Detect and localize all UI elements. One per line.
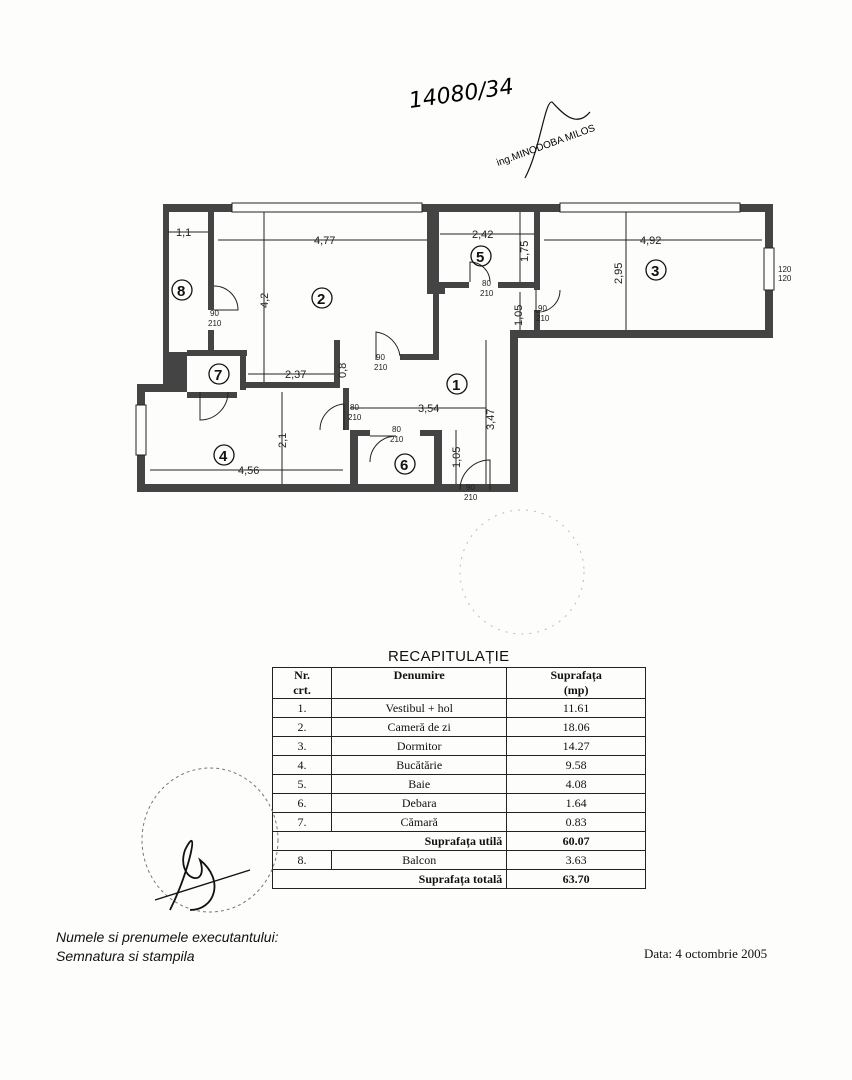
room-number-1: 1 xyxy=(452,377,460,394)
room-number-5: 5 xyxy=(476,249,484,266)
dim-2-42: 2,42 xyxy=(472,229,493,241)
door-label-height: 210 xyxy=(348,413,362,422)
table-row: 1. Vestibul + hol 11.61 xyxy=(271,698,646,718)
room-number-8: 8 xyxy=(177,283,185,300)
row-area: 18.06 xyxy=(506,717,646,737)
balcony-name: Balcon xyxy=(331,850,508,870)
table-row: 2. Cameră de zi 18.06 xyxy=(271,717,646,737)
row-name: Dormitor xyxy=(331,736,508,756)
row-nr: 3. xyxy=(271,736,333,756)
executant-label: Numele si prenumele executantului: xyxy=(56,929,279,945)
room-number-4: 4 xyxy=(219,448,228,465)
header-denumire: Denumire xyxy=(331,667,508,699)
row-name: Debara xyxy=(331,793,508,813)
row-nr: 2. xyxy=(271,717,333,737)
door-label-height: 210 xyxy=(374,363,388,372)
door-label-width: 90 xyxy=(376,353,385,362)
room-number-2: 2 xyxy=(317,291,325,308)
door-label-height: 210 xyxy=(390,435,404,444)
dim-4-77: 4,77 xyxy=(314,235,335,247)
door-label-height: 210 xyxy=(480,289,494,298)
table-row: 4. Bucătărie 9.58 xyxy=(271,755,646,775)
total-area-label: Suprafața totală xyxy=(271,869,508,889)
table-row: 5. Baie 4.08 xyxy=(271,774,646,794)
row-name: Cameră de zi xyxy=(331,717,508,737)
dim-4-92: 4,92 xyxy=(640,235,661,247)
row-area: 4.08 xyxy=(506,774,646,794)
dim-2-37: 2,37 xyxy=(285,369,306,381)
useful-area-label: Suprafața utilă xyxy=(271,831,508,851)
recap-table: Nr.crt. Denumire Suprafața(mp) 1. Vestib… xyxy=(271,667,646,889)
row-area: 0.83 xyxy=(506,812,646,832)
dim-1-75: 1,75 xyxy=(519,241,531,262)
dimension-lines xyxy=(150,212,762,484)
header-suprafata: Suprafața(mp) xyxy=(506,667,646,699)
useful-area-value: 60.07 xyxy=(506,831,646,851)
dry-stamp xyxy=(459,509,585,635)
date-label: Data: 4 octombrie 2005 xyxy=(644,946,768,961)
dim-1-1: 1,1 xyxy=(176,227,191,239)
row-name: Vestibul + hol xyxy=(331,698,508,718)
dim-2-1: 2,1 xyxy=(277,433,289,448)
table-header-row: Nr.crt. Denumire Suprafața(mp) xyxy=(271,667,646,699)
table-row: 6. Debara 1.64 xyxy=(271,793,646,813)
dim-2-95: 2,95 xyxy=(613,263,625,284)
useful-area-row: Suprafața utilă 60.07 xyxy=(271,831,646,851)
door-label-width: 80 xyxy=(392,425,401,434)
row-area: 14.27 xyxy=(506,736,646,756)
dim-0-8: 0,8 xyxy=(337,363,349,378)
row-name: Cămară xyxy=(331,812,508,832)
window-label-top: 120 xyxy=(778,265,792,274)
dim-4-56: 4,56 xyxy=(238,465,259,477)
dim-1-05-debara: 1,05 xyxy=(451,447,463,468)
row-area: 1.64 xyxy=(506,793,646,813)
table-row: 7. Cămară 0.83 xyxy=(271,812,646,832)
signature-label: Semnatura si stampila xyxy=(56,948,195,964)
door-label-width: 90 xyxy=(538,304,547,313)
door-label-width: 80 xyxy=(350,403,359,412)
reference-number: 14080/34 xyxy=(407,75,515,114)
table-row: 3. Dormitor 14.27 xyxy=(271,736,646,756)
balcony-area: 3.63 xyxy=(506,850,646,870)
room-number-circles xyxy=(171,245,667,475)
room-number-3: 3 xyxy=(651,263,659,280)
executant-signature xyxy=(169,840,216,911)
row-nr: 5. xyxy=(271,774,333,794)
door-label-height: 210 xyxy=(464,493,478,502)
door-label-width: 90 xyxy=(210,309,219,318)
walls xyxy=(137,204,773,492)
header-nr: Nr.crt. xyxy=(271,667,333,699)
door-label-height: 210 xyxy=(536,314,550,323)
dim-3-54: 3,54 xyxy=(418,403,439,415)
room-number-7: 7 xyxy=(214,367,222,384)
door-label-width: 80 xyxy=(482,279,491,288)
door-label-width: 90 xyxy=(466,483,475,492)
balcony-row: 8. Balcon 3.63 xyxy=(271,850,646,870)
recap-title: RECAPITULAȚIE xyxy=(388,648,510,665)
row-name: Baie xyxy=(331,774,508,794)
floor-plan: 14080/34 ing.MINODOBA MILOS xyxy=(135,75,792,635)
windows xyxy=(135,202,775,456)
row-nr: 1. xyxy=(271,698,333,718)
door-labels: 90 210 90 210 80 210 90 210 80 210 80 21… xyxy=(208,279,550,502)
dim-4-2: 4,2 xyxy=(259,293,271,308)
room-number-6: 6 xyxy=(400,457,408,474)
row-area: 9.58 xyxy=(506,755,646,775)
dim-1-05-hall: 1,05 xyxy=(513,305,525,326)
door-swings xyxy=(199,261,561,491)
dim-3-47: 3,47 xyxy=(485,409,497,430)
total-area-value: 63.70 xyxy=(506,869,646,889)
door-label-height: 210 xyxy=(208,319,222,328)
engineer-stamp-text: ing.MINODOBA MILOS xyxy=(495,123,597,169)
official-stamp xyxy=(141,767,279,913)
total-area-row: Suprafața totală 63.70 xyxy=(271,869,646,889)
window-label-bottom: 120 xyxy=(778,274,792,283)
row-name: Bucătărie xyxy=(331,755,508,775)
engineer-signature xyxy=(524,101,591,179)
row-area: 11.61 xyxy=(506,698,646,718)
